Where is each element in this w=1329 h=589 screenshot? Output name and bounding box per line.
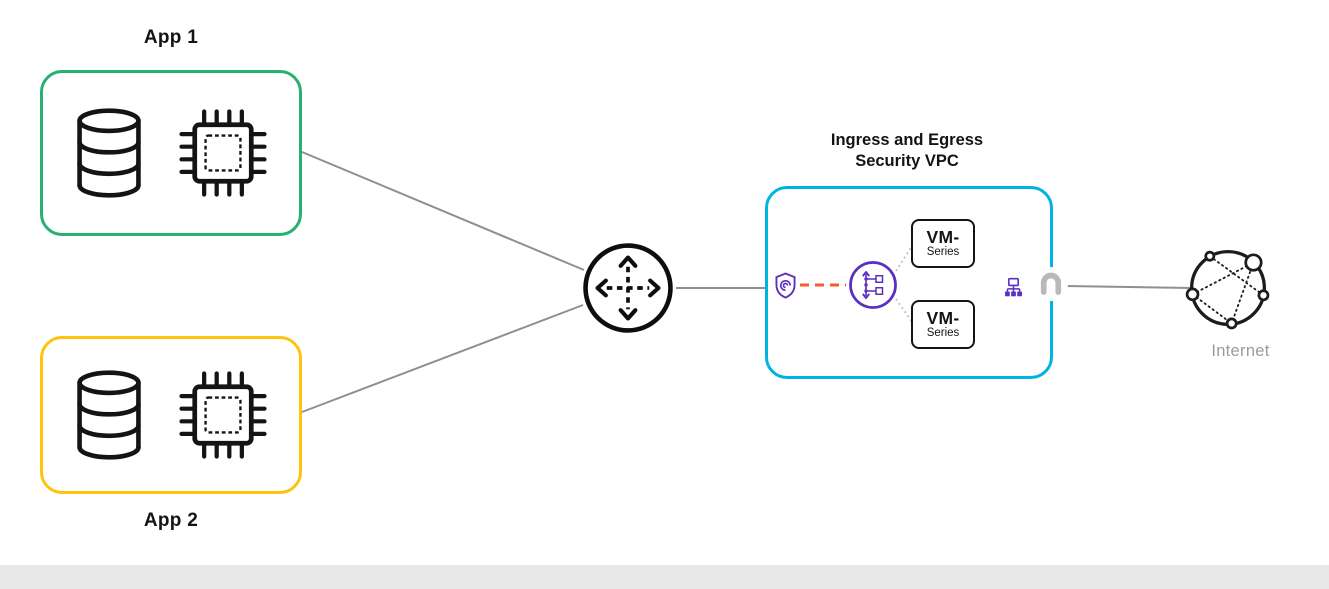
vm-series-sublabel: Series [926,327,960,339]
gateway-load-balancer-icon [847,259,899,311]
vm-series-label: VM- [926,308,960,328]
vm-series-label: VM- [926,227,960,247]
vpc-title-line1: Ingress and Egress [830,131,984,149]
subnet-tree-icon [1000,274,1027,301]
cpu-chip-icon [174,104,272,202]
nat-arch-icon [1034,267,1068,301]
cpu-chip-icon [174,366,272,464]
internet-globe-icon [1178,238,1278,338]
database-icon [70,369,148,461]
vpc-title-line2: Security VPC [855,152,959,170]
app2-group-box [40,336,302,494]
connector-app2-to-tgw [301,304,584,413]
connector-app1-to-tgw [301,151,585,271]
vm-series-sublabel: Series [926,246,960,258]
connector-vpc-to-internet [1065,285,1194,289]
vpc-title: Ingress and Egress Security VPC [757,130,1057,172]
database-icon [70,107,148,199]
app1-group-box [40,70,302,236]
vm-series-firewall-2: VM- Series [911,300,975,349]
app1-label: App 1 [143,27,199,48]
internet-label: Internet [1211,342,1270,360]
footer-strip [0,565,1329,589]
app2-label: App 2 [143,510,199,531]
transit-gateway-icon [580,240,676,336]
gwlb-endpoint-shield-icon [771,270,800,301]
vm-series-firewall-1: VM- Series [911,219,975,268]
